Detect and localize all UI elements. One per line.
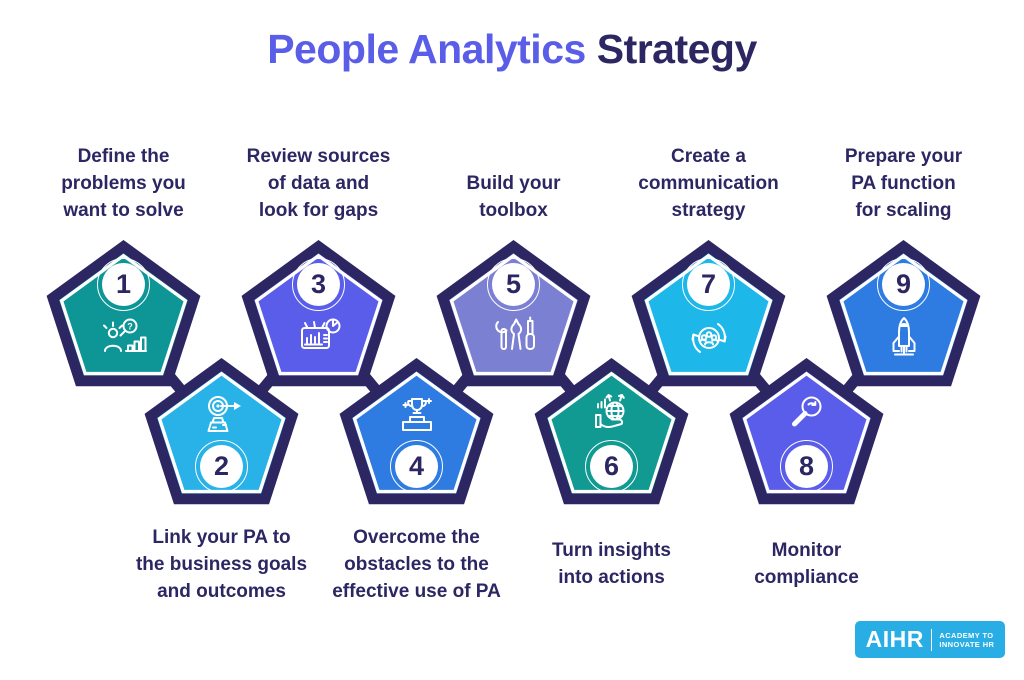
logo-tagline: ACADEMY TO INNOVATE HR: [939, 630, 995, 649]
step-number: 4: [408, 451, 425, 481]
label-line: effective use of PA: [332, 581, 501, 602]
target-arrow-icon: [198, 391, 246, 439]
logo-divider: [930, 628, 933, 651]
pentagon-shape: [241, 240, 396, 387]
step-7-label: Create a communication strategy: [593, 143, 825, 224]
label-line: Link your PA to: [152, 527, 291, 548]
step-number: 7: [700, 269, 717, 299]
step-1-label: Define the problems you want to solve: [8, 143, 240, 224]
step-2: Link your PA to the business goals and out…: [136, 358, 307, 602]
pentagon-shape: [46, 240, 201, 387]
title-accent: People Analytics: [267, 26, 586, 72]
step-number: 1: [115, 269, 132, 299]
label-line: Create a: [671, 146, 746, 167]
step-4-label: Overcome the obstacles to the effective us…: [301, 524, 533, 605]
label-line: for scaling: [855, 200, 952, 221]
step-number-badge: 7: [682, 258, 735, 311]
step-9: Prepare your PA function for scaling 9: [821, 146, 986, 391]
page-title: People Analytics Strategy: [0, 26, 1024, 73]
step-5-label: Build your toolbox: [398, 170, 630, 224]
label-line: of data and: [267, 173, 370, 194]
label-line: the business goals: [135, 554, 308, 575]
step-3: Review sources of data and look for gaps 3: [236, 146, 401, 391]
label-line: compliance: [754, 567, 859, 588]
step-number: 3: [310, 269, 327, 299]
label-line: Overcome the: [353, 527, 480, 548]
step-number: 5: [505, 269, 522, 299]
step-6: Turn insights into actions 6: [529, 358, 694, 588]
toolbox-tools-icon: [490, 313, 538, 361]
hand-globe-icon: [588, 391, 636, 439]
step-3-label: Review sources of data and look for gaps: [203, 143, 435, 224]
step-number-badge: 4: [390, 440, 443, 493]
step-8-label: Monitor compliance: [691, 524, 923, 591]
magnifier-icon: [783, 391, 831, 439]
step-number-badge: 5: [487, 258, 540, 311]
step-number-badge: 2: [195, 440, 248, 493]
label-line: strategy: [671, 200, 746, 221]
person-insight-icon: ?: [100, 313, 148, 361]
label-line: and outcomes: [157, 581, 286, 602]
label-line: want to solve: [63, 200, 184, 221]
step-number-badge: 6: [585, 440, 638, 493]
step-number-badge: 1: [97, 258, 150, 311]
step-1: Define the problems you want to solve 1 ?: [41, 146, 206, 391]
pentagon-shape: [826, 240, 981, 387]
step-number: 8: [798, 451, 815, 481]
label-line: obstacles to the: [344, 554, 489, 575]
dashboard-charts-icon: [295, 313, 343, 361]
step-2-label: Link your PA to the business goals and out…: [106, 524, 338, 605]
people-sync-icon: [685, 313, 733, 361]
label-line: into actions: [558, 567, 665, 588]
step-number: 9: [895, 269, 912, 299]
pentagon-shape: [729, 358, 884, 505]
label-line: look for gaps: [258, 200, 379, 221]
title-rest: Strategy: [596, 26, 758, 72]
label-line: PA function: [851, 173, 956, 194]
step-7: Create a communication strategy 7: [626, 146, 791, 391]
label-line: Turn insights: [552, 540, 671, 561]
label-line: Build your: [466, 173, 561, 194]
step-8: Monitor compliance 8: [724, 358, 889, 588]
step-number-badge: 8: [780, 440, 833, 493]
step-number-badge: 3: [292, 258, 345, 311]
label-line: problems you: [61, 173, 186, 194]
step-number: 6: [603, 451, 620, 481]
label-line: toolbox: [479, 200, 548, 221]
pentagon-shape: [631, 240, 786, 387]
step-number-badge: 9: [877, 258, 930, 311]
trophy-podium-icon: [393, 391, 441, 439]
pentagon-shape: [436, 240, 591, 387]
label-line: Prepare your: [844, 146, 963, 167]
svg-text:?: ?: [127, 321, 133, 331]
label-line: Review sources: [246, 146, 391, 167]
step-9-label: Prepare your PA function for scaling: [788, 143, 1020, 224]
pentagon-shape: [534, 358, 689, 505]
step-5: Build your toolbox 5: [431, 173, 596, 391]
pentagon-shape: [339, 358, 494, 505]
label-line: Define the: [77, 146, 170, 167]
step-6-label: Turn insights into actions: [496, 524, 728, 591]
label-line: communication: [638, 173, 779, 194]
step-4: Overcome the obstacles to the effective us…: [332, 358, 501, 602]
label-line: Monitor: [771, 540, 842, 561]
step-number: 2: [213, 451, 230, 481]
logo-brand: AIHR: [865, 626, 924, 652]
rocket-icon: [880, 313, 928, 361]
aihr-logo: AIHR ACADEMY TO INNOVATE HR: [855, 621, 1005, 658]
